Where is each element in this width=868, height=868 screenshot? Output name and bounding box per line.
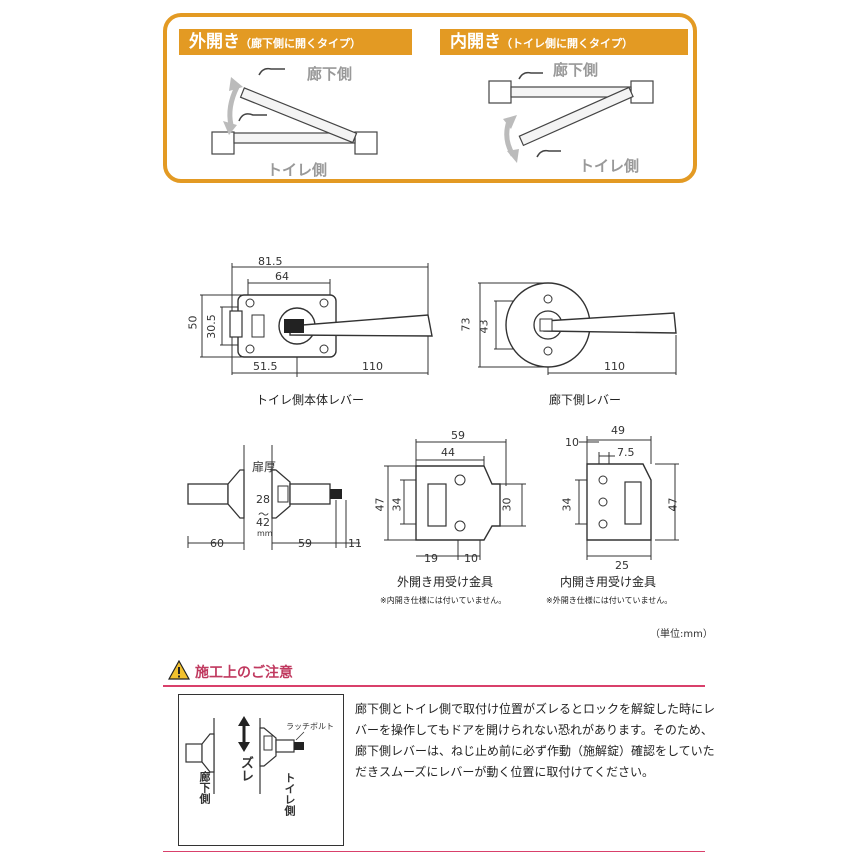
offset-label: ズレ [238,756,253,782]
outward-subtitle: （廊下側に開くタイプ） [240,37,361,50]
dim-strike-in-bottom: 25 [615,559,629,572]
outward-door-diagram [211,67,378,155]
inward-banner: 内開き（トイレ側に開くタイプ） [440,29,688,55]
outward-corridor-label: 廊下側 [307,65,353,83]
dim-toilet-plate: 64 [275,270,289,283]
door-thickness-min: 28 [256,493,270,506]
dim-strike-out-right: 10 [464,552,478,565]
door-type-panel: 外開き（廊下側に開くタイプ） 内開き（トイレ側に開くタイプ） [163,13,697,183]
dim-toilet-width: 81.5 [258,255,283,268]
door-thickness-sep: 〜 [258,508,269,521]
dim-side-latch: 11 [348,537,362,550]
dim-toilet-hole: 30.5 [204,314,218,339]
dim-side-right: 59 [298,537,312,550]
diagram-toilet-label: トイレ側 [283,772,296,816]
inward-toilet-label: トイレ側 [579,157,640,175]
strike-out-drawing [384,439,526,560]
dim-strike-in-height: 47 [666,497,680,512]
dim-strike-in-hole-offset: 7.5 [617,446,635,459]
toilet-lever-drawing [200,263,433,377]
caution-divider [163,685,705,687]
outward-title: 外開き [189,32,240,52]
inward-subtitle: （トイレ側に開くタイプ） [501,37,633,50]
dim-strike-out-width: 59 [451,429,465,442]
inward-corridor-label: 廊下側 [553,61,599,79]
corridor-lever-caption: 廊下側レバー [549,393,622,407]
latch-bolt-label: ラッチボルト [286,722,334,731]
outward-toilet-label: トイレ側 [267,161,328,179]
dim-toilet-height: 50 [186,315,200,330]
dim-corridor-lever: 110 [604,360,625,373]
dim-strike-out-plate: 44 [441,446,455,459]
inward-door-diagram [488,71,654,163]
bottom-divider [163,851,705,852]
caution-diagram [178,694,344,846]
door-thickness-max: 42 [256,516,270,529]
side-view-drawing [187,445,360,550]
dim-strike-out-height: 47 [373,497,387,512]
dim-strike-in-width: 49 [611,424,625,437]
strike-in-note: ※外開き仕様には付いていません。 [546,596,673,605]
door-swing-illustrations [211,67,654,163]
strike-out-caption: 外開き用受け金具 [397,575,494,589]
dim-strike-in-offset: 10 [565,436,579,449]
inward-title: 内開き [450,32,501,52]
caution-body: 廊下側とトイレ側で取付け位置がズレるとロックを解錠した時にレバーを操作してもドア… [355,702,716,779]
dim-side-left: 60 [210,537,224,550]
outward-banner: 外開き（廊下側に開くタイプ） [179,29,412,55]
dim-strike-in-hole: 34 [560,497,574,512]
strike-in-drawing [575,436,679,560]
dim-toilet-lever: 110 [362,360,383,373]
diagram-corridor-label: 廊下側 [198,771,211,804]
door-thickness-unit: mm [257,529,273,538]
unit-note: （単位:mm） [650,629,713,640]
dim-strike-out-left: 19 [424,552,438,565]
strike-out-note: ※内開き仕様には付いていません。 [380,596,507,605]
dim-strike-out-tab: 30 [500,497,514,512]
dim-toilet-offset: 51.5 [253,360,278,373]
dim-corridor-diameter: 73 [459,317,473,332]
corridor-lever-drawing [478,282,677,375]
dim-corridor-hole: 43 [477,319,491,334]
toilet-lever-caption: トイレ側本体レバー [256,393,365,407]
strike-in-caption: 内開き用受け金具 [560,575,657,589]
warning-icon [168,660,190,680]
door-thickness-label: 扉厚 [252,460,277,474]
dim-strike-out-hole: 34 [390,497,404,512]
caution-title: 施工上のご注意 [195,665,293,681]
